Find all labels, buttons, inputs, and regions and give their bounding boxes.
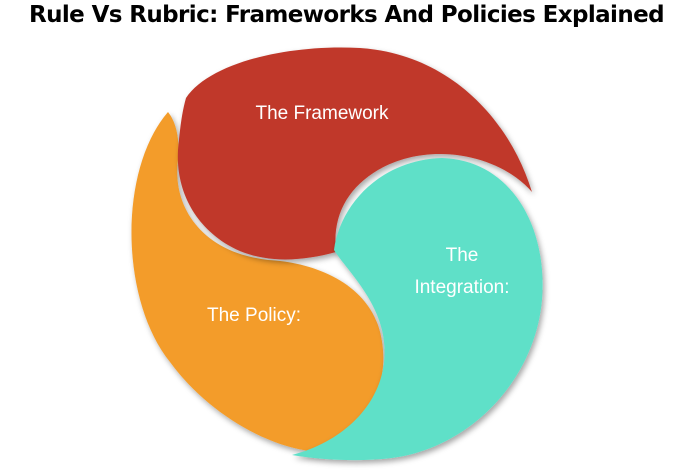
label-integration-line2: Integration: [414, 277, 509, 298]
page-title: Rule Vs Rubric: Frameworks And Policies … [29, 2, 665, 28]
label-integration-line1: The [446, 245, 479, 266]
label-framework: The Framework [255, 103, 389, 124]
segment-integration [292, 158, 543, 461]
label-policy: The Policy: [207, 305, 301, 326]
segment-policy [131, 112, 384, 452]
segment-framework [177, 47, 533, 260]
